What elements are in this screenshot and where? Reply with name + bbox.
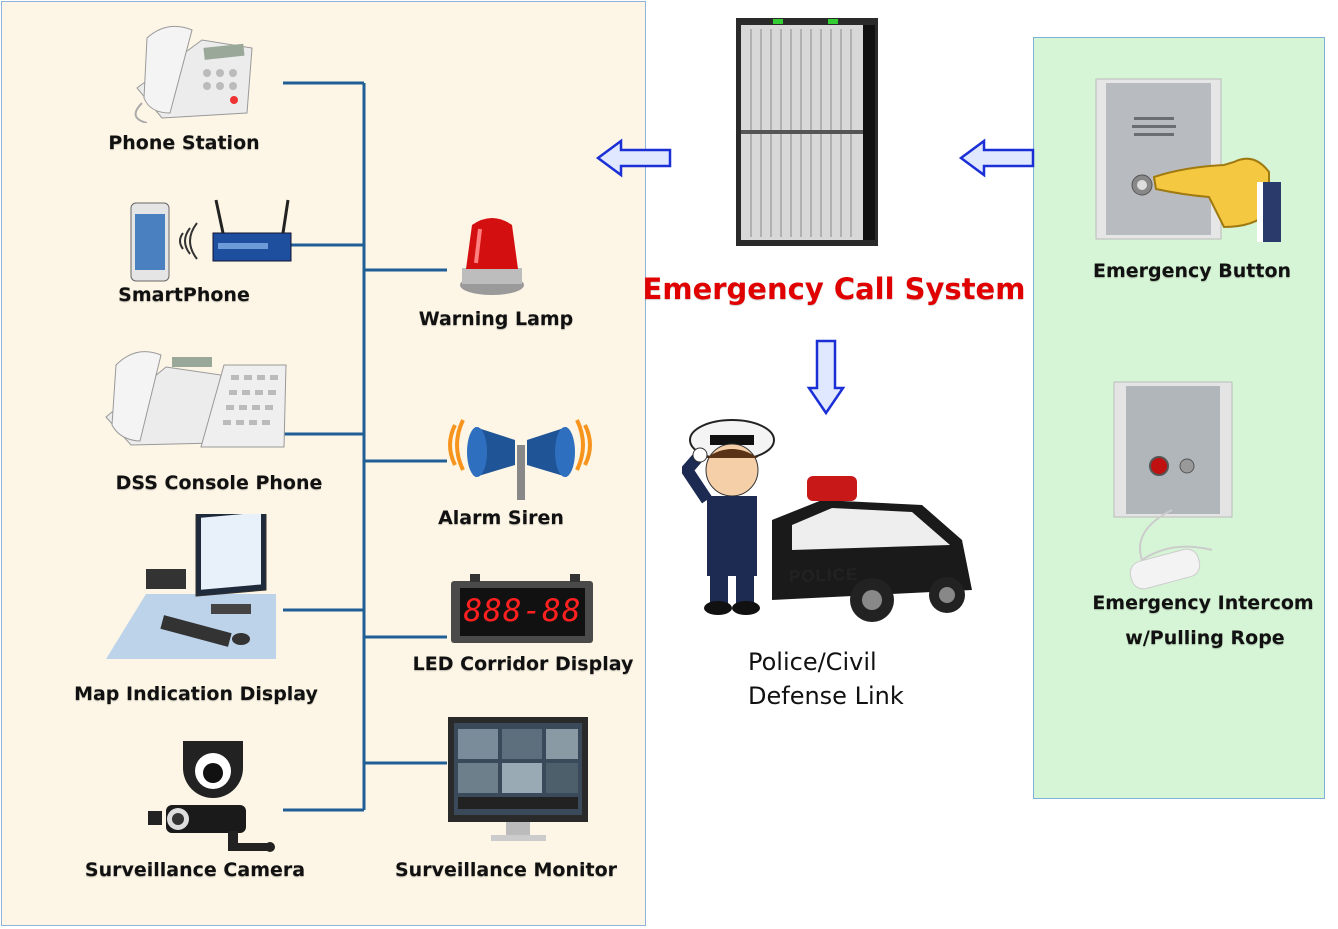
arrow-left-icon (595, 138, 672, 178)
alarm-siren-icon (448, 419, 592, 500)
input-label: Emergency Button (1092, 260, 1292, 282)
device-label: Phone Station (108, 132, 260, 154)
led-display-text: 888-88 (463, 593, 582, 629)
arrow-down-icon (806, 339, 846, 416)
device-label: Surveillance Camera (84, 859, 306, 881)
input-label-line1: Emergency Intercom (1092, 592, 1314, 614)
device-label: DSS Console Phone (115, 472, 323, 494)
surveillance-monitor-icon (448, 717, 588, 841)
surveillance-camera-icon (148, 741, 275, 852)
police-car-text: POLICE (788, 564, 859, 587)
server-rack-icon (736, 18, 878, 246)
led-display-icon: 888-88 (450, 573, 595, 645)
dss-console-phone-icon (105, 351, 287, 448)
input-label-line2: w/Pulling Rope (1125, 627, 1285, 649)
emergency-button-icon (1095, 78, 1281, 242)
device-label: Surveillance Monitor (394, 859, 618, 881)
computer-monitor-icon (106, 514, 276, 659)
smartphone-router-icon (130, 199, 292, 282)
system-title: Emergency Call System (642, 272, 1026, 306)
police-label-line2: Defense Link (748, 682, 904, 710)
device-label: Warning Lamp (418, 308, 574, 330)
police-label-line1: Police/Civil (748, 648, 877, 676)
warning-lamp-icon (460, 218, 524, 295)
device-label: Alarm Siren (438, 507, 564, 529)
device-label: Map Indication Display (74, 683, 318, 705)
emergency-intercom-icon (1113, 381, 1233, 590)
arrow-left-icon (958, 138, 1035, 178)
police-car-icon: POLICE (682, 400, 982, 640)
device-label: SmartPhone (118, 284, 250, 306)
device-label: LED Corridor Display (412, 653, 634, 675)
desk-phone-icon (134, 25, 253, 123)
